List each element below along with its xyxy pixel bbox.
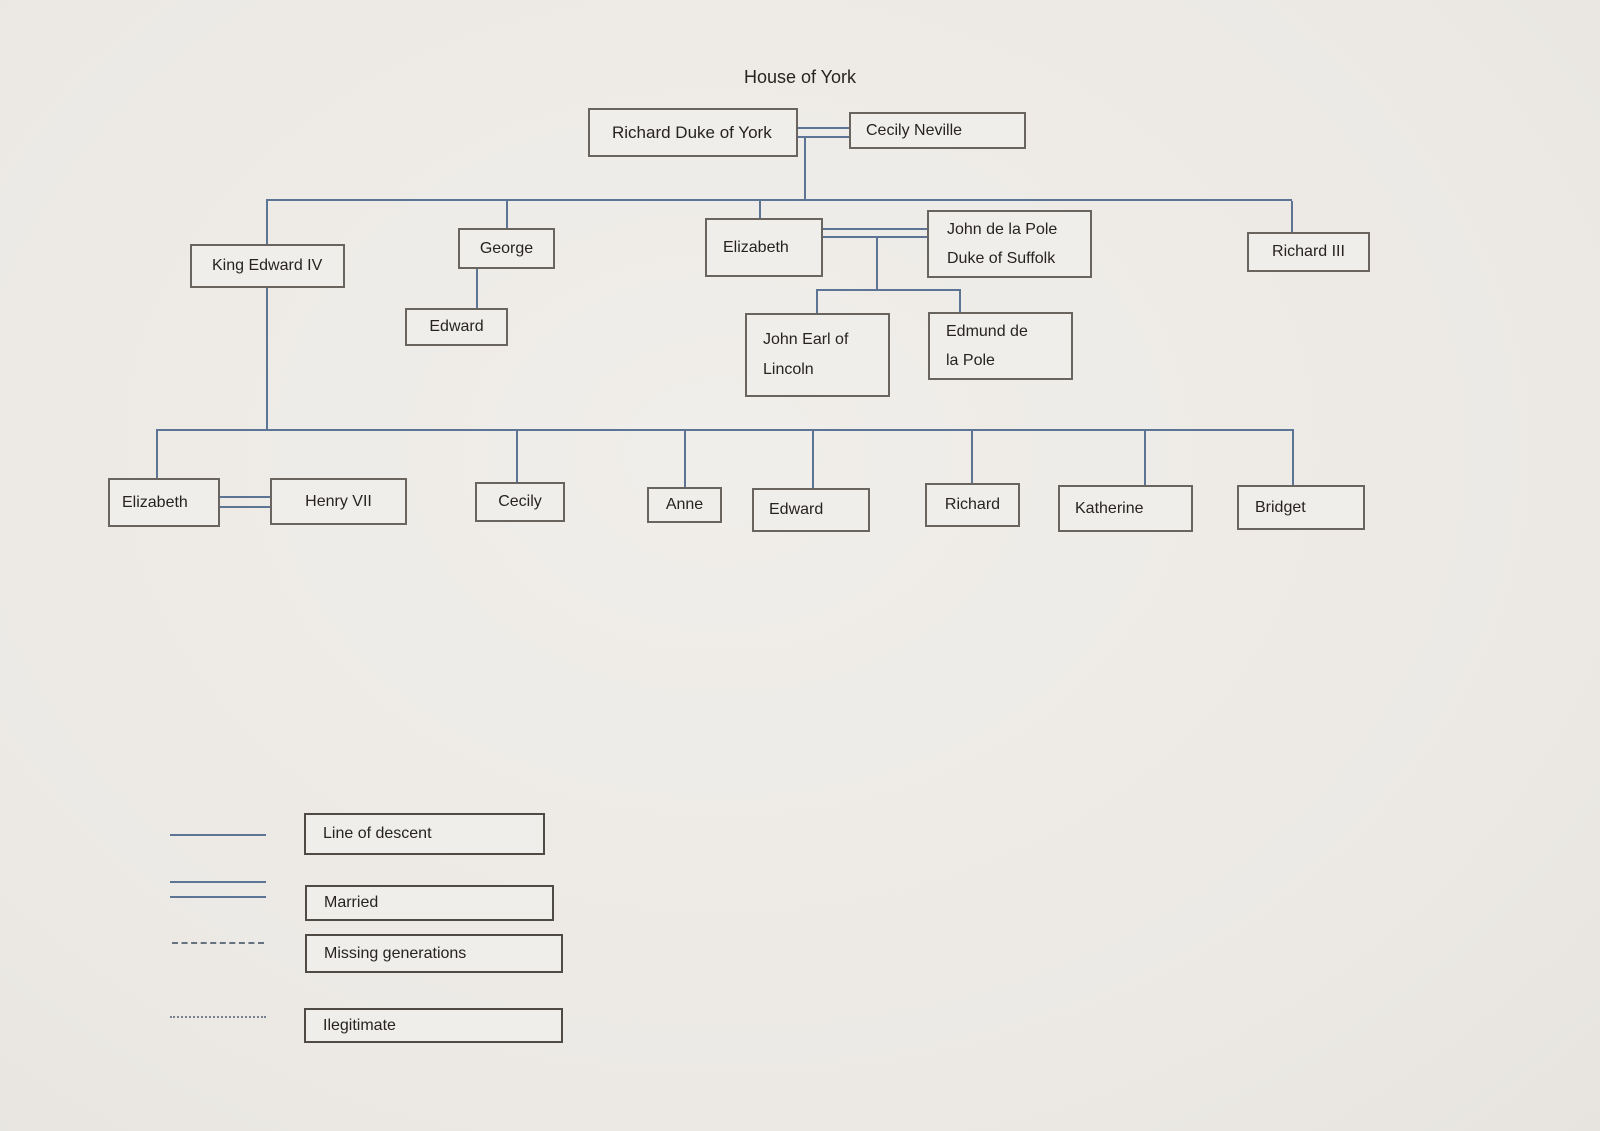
drop-to-anne (684, 431, 686, 487)
person-name: Elizabeth (122, 493, 188, 511)
person-name: Richard (944, 496, 1001, 513)
person-name: Cecily Neville (866, 121, 963, 139)
drop-to-cecily (516, 431, 518, 482)
legend-item-ilegitimate: Ilegitimate (304, 1008, 563, 1043)
descent-line-george-to-edward (476, 269, 478, 308)
descent-line-from-york-marriage (804, 138, 806, 200)
person-box-edward-son-of-george: Edward (405, 308, 508, 346)
person-box-elizabeth-gen3: Elizabeth (108, 478, 220, 527)
marriage-line-york-neville-bottom (798, 136, 849, 138)
person-box-cecily: Cecily (475, 482, 565, 522)
marriage-line-york-neville-top (798, 127, 849, 129)
drop-to-edward-gen3 (812, 431, 814, 488)
drop-to-richard-gen3 (971, 431, 973, 483)
legend-item-missing-generations: Missing generations (305, 934, 563, 973)
person-box-cecily-neville: Cecily Neville (849, 112, 1026, 149)
person-box-richard-gen3: Richard (925, 483, 1020, 527)
legend-sample-married (170, 881, 266, 898)
person-name: Katherine (1075, 499, 1144, 517)
person-box-john-earl-of-lincoln: John Earl of Lincoln (745, 313, 890, 397)
person-name-line2: la Pole (946, 352, 995, 369)
legend-label: Line of descent (323, 825, 432, 842)
person-name: Edward (769, 501, 824, 518)
legend-sample-ilegitimate (170, 1016, 266, 1018)
descent-line-edward-iv-to-children (266, 288, 268, 430)
person-box-anne: Anne (647, 487, 722, 523)
person-name: Richard III (1272, 243, 1345, 260)
descent-line-from-pole-marriage (876, 238, 878, 290)
drop-to-katherine (1144, 431, 1146, 485)
diagram-title: House of York (743, 67, 857, 87)
person-name: Edward (429, 318, 484, 335)
legend-label: Ilegitimate (323, 1016, 396, 1034)
legend-sample-missing-generations (172, 942, 264, 944)
marriage-line-pole-bottom (823, 236, 927, 238)
drop-to-george (506, 201, 508, 228)
sibling-rail-gen2 (266, 199, 1292, 201)
drop-to-edmund-de-la-pole (959, 289, 961, 312)
person-name: Elizabeth (723, 238, 789, 256)
person-box-richard-duke-of-york: Richard Duke of York (588, 108, 798, 157)
sibling-rail-pole-children (816, 289, 961, 291)
legend-item-married: Married (305, 885, 554, 921)
person-box-edmund-de-la-pole: Edmund de la Pole (928, 312, 1073, 380)
person-name: Henry VII (305, 492, 372, 510)
person-box-richard-iii: Richard III (1247, 232, 1370, 272)
drop-to-elizabeth-gen2 (759, 201, 761, 218)
person-name: Cecily (498, 493, 542, 510)
legend-label: Missing generations (324, 944, 467, 962)
legend-label: Married (324, 894, 379, 911)
person-name: King Edward IV (212, 257, 323, 274)
drop-to-king-edward-iv (266, 201, 268, 244)
person-box-edward-gen3: Edward (752, 488, 870, 532)
person-name: George (479, 239, 534, 257)
drop-to-bridget (1292, 431, 1294, 485)
person-name-line1: John de la Pole (947, 221, 1058, 238)
drop-to-john-earl-of-lincoln (816, 289, 818, 313)
drop-to-elizabeth-gen3 (156, 431, 158, 478)
legend-item-line-of-descent: Line of descent (304, 813, 545, 855)
marriage-line-henry-vii-top (220, 496, 270, 498)
person-box-bridget: Bridget (1237, 485, 1365, 530)
person-name: Richard Duke of York (612, 122, 772, 142)
marriage-line-henry-vii-bottom (220, 506, 270, 508)
person-box-king-edward-iv: King Edward IV (190, 244, 345, 288)
person-box-elizabeth-gen2: Elizabeth (705, 218, 823, 277)
person-name-line1: Edmund de (946, 323, 1028, 340)
person-box-katherine: Katherine (1058, 485, 1193, 532)
person-name-line2: Lincoln (763, 361, 814, 378)
person-box-john-de-la-pole: John de la Pole Duke of Suffolk (927, 210, 1092, 278)
person-name-line1: John Earl of (763, 331, 849, 348)
marriage-line-pole-top (823, 228, 927, 230)
person-name-line2: Duke of Suffolk (947, 250, 1056, 267)
sibling-rail-gen3 (156, 429, 1294, 431)
person-box-george: George (458, 228, 555, 269)
person-box-henry-vii: Henry VII (270, 478, 407, 525)
legend-sample-line-of-descent (170, 834, 266, 836)
person-name: Bridget (1255, 498, 1306, 516)
person-name: Anne (665, 496, 704, 513)
drop-to-richard-iii (1291, 201, 1293, 232)
